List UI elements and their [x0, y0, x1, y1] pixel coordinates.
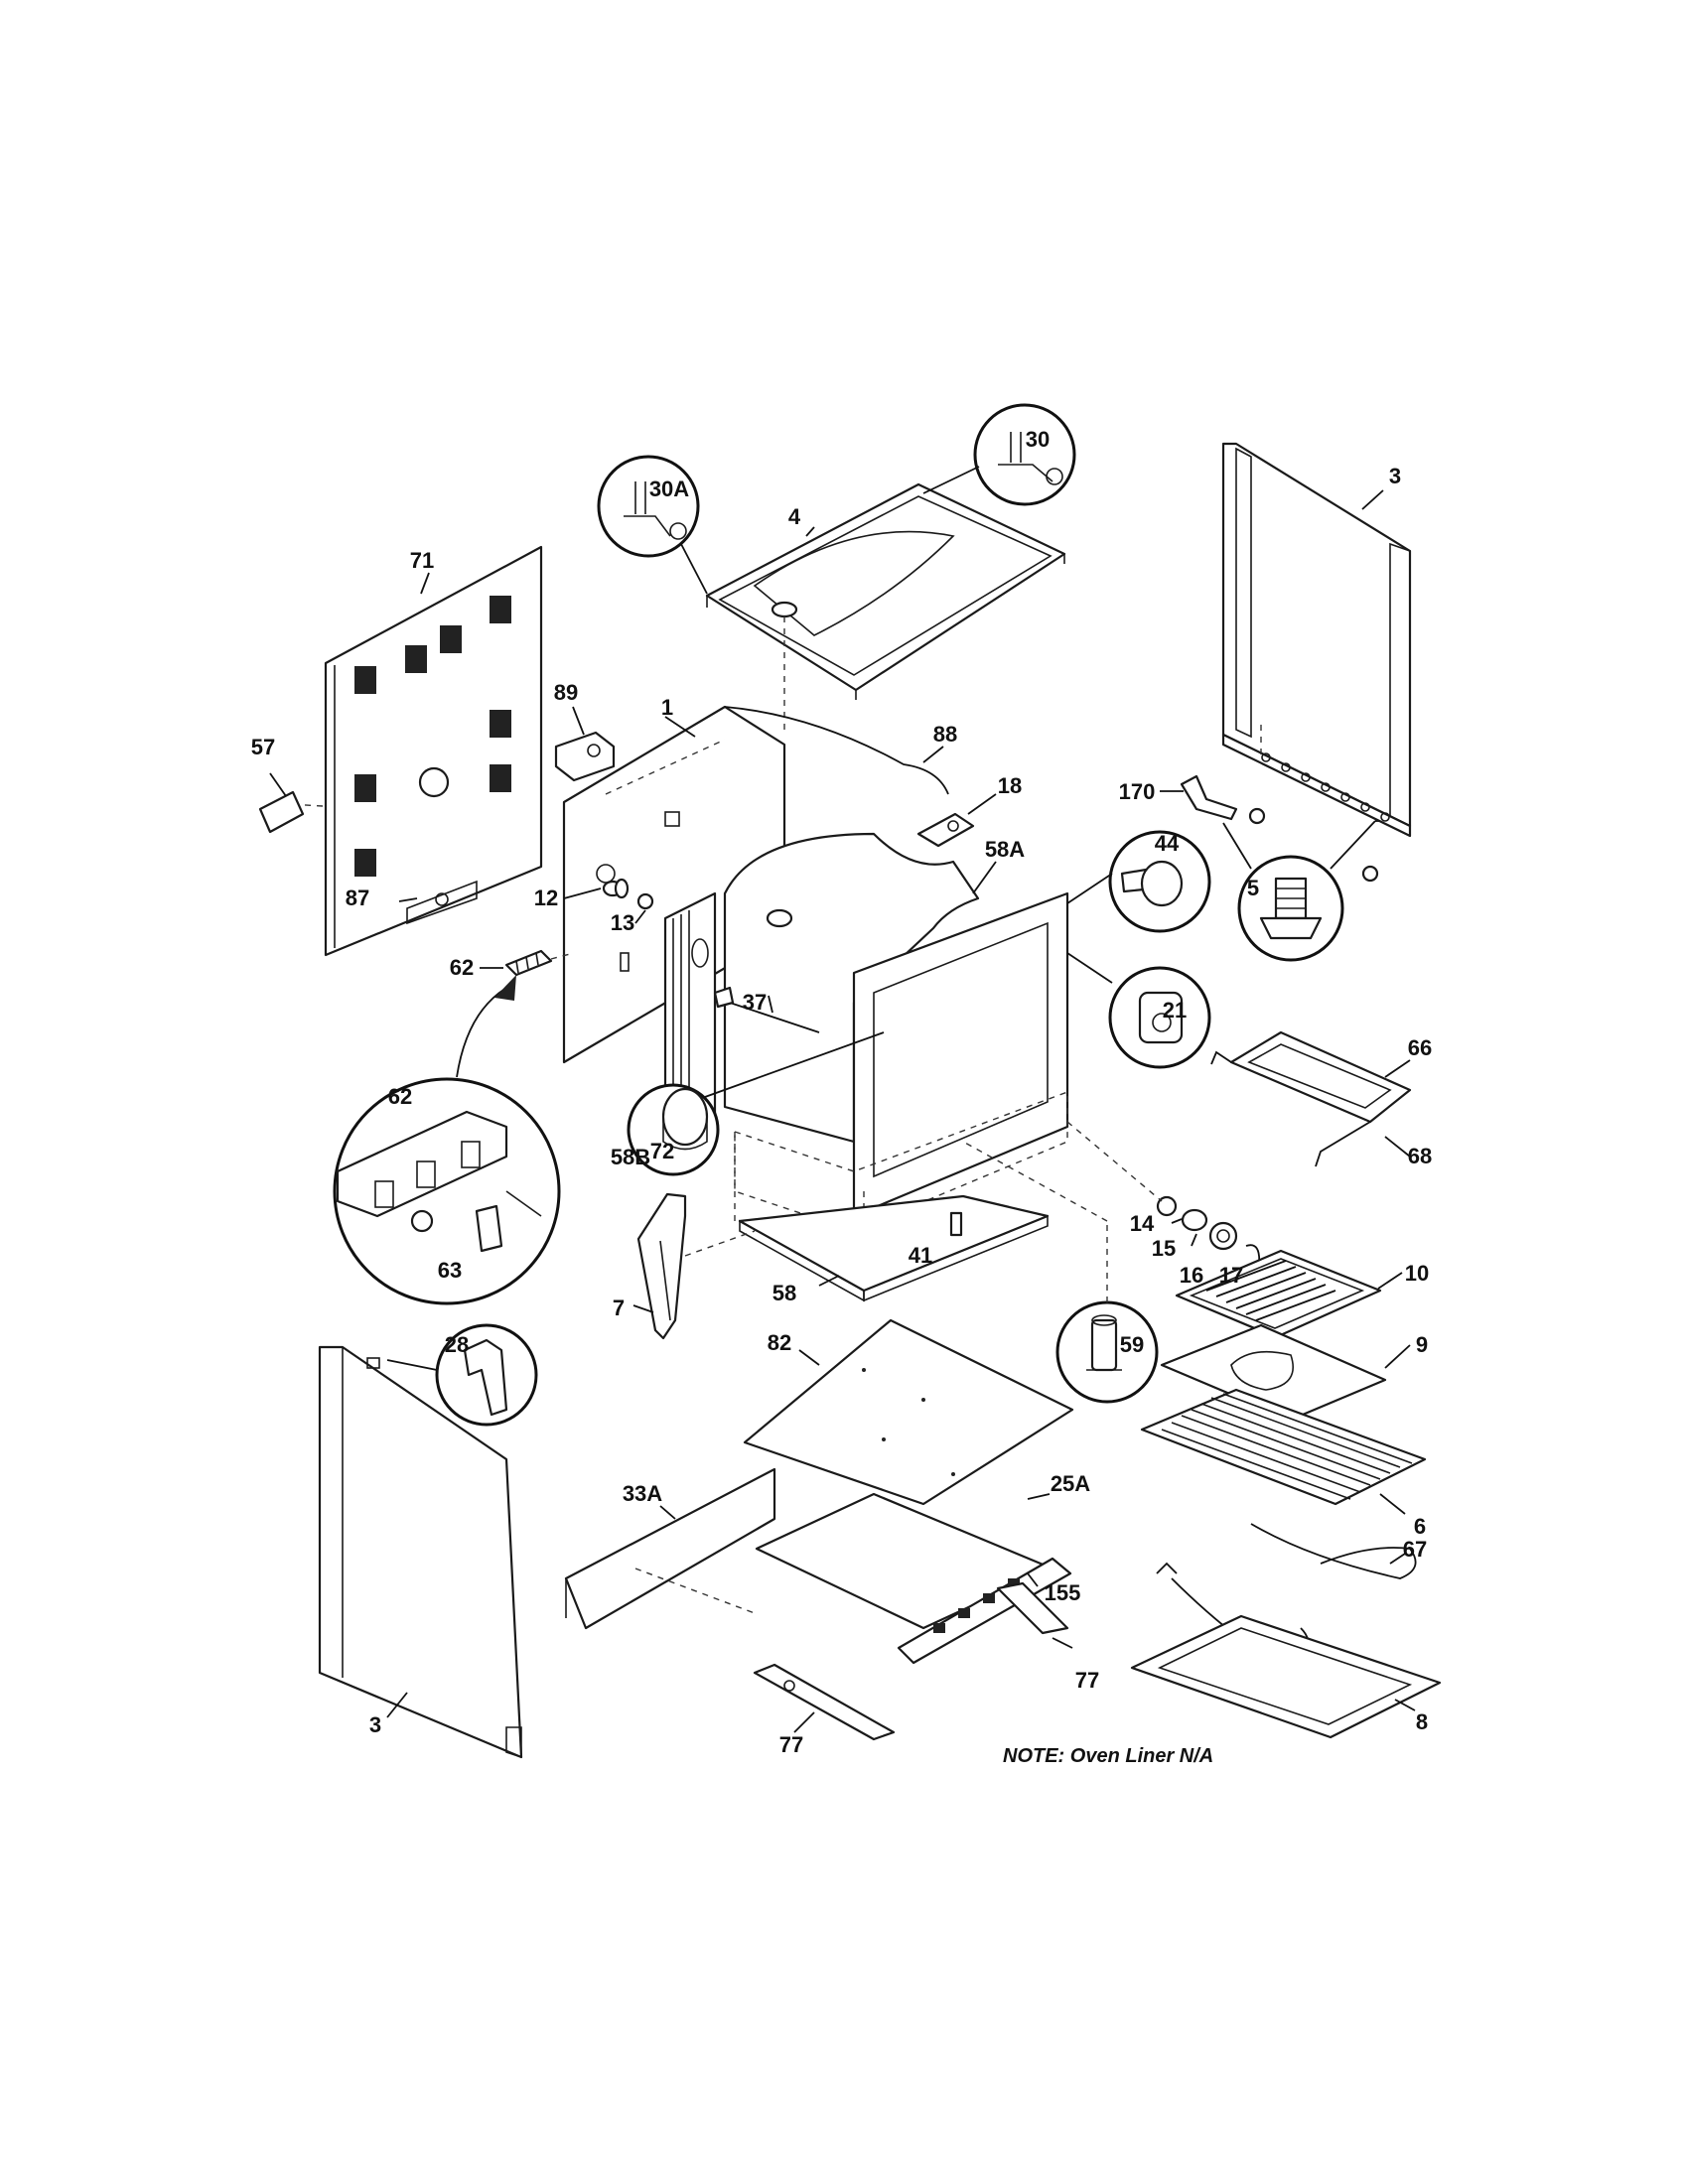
label-5: 5 — [1247, 876, 1259, 900]
oven-bottom-8 — [1130, 1614, 1442, 1739]
rear-panel-vents — [354, 596, 511, 877]
rear-panel-part — [324, 545, 543, 957]
callout-72 — [627, 1083, 720, 1176]
label-30a: 30A — [649, 477, 689, 501]
part-18-clip — [916, 812, 975, 848]
label-62-callout: 62 — [388, 1084, 412, 1109]
oven-rack-6 — [1140, 1388, 1427, 1506]
label-10: 10 — [1405, 1261, 1429, 1286]
oven-liner-note: NOTE: Oven Liner N/A — [1003, 1745, 1213, 1767]
side-panel-left-part — [318, 1345, 523, 1759]
side-panel-right-holes — [1261, 752, 1390, 822]
part-41-clip — [949, 1211, 963, 1237]
rail-77-lower — [753, 1663, 896, 1741]
part-7-hinge — [636, 1192, 687, 1340]
callout-30a — [597, 455, 700, 558]
label-59: 59 — [1120, 1332, 1144, 1357]
label-9: 9 — [1416, 1332, 1428, 1357]
part-62-terminal-block — [504, 949, 553, 977]
label-3-right: 3 — [1389, 464, 1401, 488]
label-15: 15 — [1152, 1236, 1176, 1261]
kick-panel-vents — [933, 1578, 1020, 1633]
label-1: 1 — [661, 695, 673, 720]
label-57: 57 — [251, 735, 275, 759]
label-18: 18 — [998, 773, 1022, 798]
label-58a: 58A — [985, 837, 1025, 862]
label-87: 87 — [346, 886, 369, 910]
label-71: 71 — [410, 548, 434, 573]
label-82: 82 — [768, 1330, 791, 1355]
label-63: 63 — [438, 1258, 462, 1283]
label-89: 89 — [554, 680, 578, 705]
label-28: 28 — [445, 1332, 469, 1357]
label-37: 37 — [743, 990, 767, 1015]
label-12: 12 — [534, 886, 558, 910]
back-panel-part-1 — [562, 705, 786, 1064]
rail-77-upper — [996, 1581, 1069, 1635]
broiler-grid-slots — [1205, 1260, 1336, 1321]
label-68: 68 — [1408, 1144, 1432, 1168]
leveler-screw-left — [1248, 807, 1266, 825]
bake-element-66 — [1210, 1030, 1412, 1167]
callout-28 — [435, 1323, 538, 1427]
part-37-sensor — [713, 986, 820, 1033]
part-16-lens — [1208, 1221, 1238, 1251]
label-17: 17 — [1219, 1263, 1243, 1288]
part-15-bulb — [1181, 1208, 1208, 1232]
label-44: 44 — [1155, 831, 1180, 856]
label-6: 6 — [1414, 1514, 1426, 1539]
callout-30 — [973, 403, 1076, 506]
label-25a: 25A — [1051, 1471, 1090, 1496]
label-77-lower: 77 — [779, 1732, 803, 1757]
callout-5 — [1237, 855, 1344, 962]
part-14-socket — [1156, 1195, 1178, 1217]
part-170-bracket — [1180, 774, 1238, 821]
label-8: 8 — [1416, 1709, 1428, 1734]
callout-44 — [1108, 830, 1211, 933]
part-89-bracket — [554, 731, 616, 782]
part-13-grommet — [636, 892, 654, 910]
label-16: 16 — [1180, 1263, 1203, 1288]
side-panel-right-part — [1221, 442, 1412, 838]
label-66: 66 — [1408, 1035, 1432, 1060]
label-62-block: 62 — [450, 955, 474, 980]
oven-bottom-insulation-58 — [738, 1194, 1050, 1302]
label-67: 67 — [1403, 1537, 1427, 1562]
label-72: 72 — [650, 1139, 674, 1163]
part-57-plate — [258, 790, 305, 834]
broiler-grid-10 — [1175, 1249, 1382, 1339]
label-30: 30 — [1026, 427, 1050, 452]
label-4: 4 — [788, 504, 801, 529]
label-21: 21 — [1163, 998, 1187, 1023]
label-170: 170 — [1119, 779, 1156, 804]
label-77-upper: 77 — [1075, 1668, 1099, 1693]
label-3-left: 3 — [369, 1712, 381, 1737]
callout-62-detail — [333, 1077, 561, 1305]
top-panel-part — [705, 482, 1066, 700]
label-58b: 58B — [611, 1145, 650, 1169]
label-58: 58 — [772, 1281, 796, 1305]
part-12-grommet — [602, 878, 630, 899]
leveler-screw-right — [1361, 865, 1379, 883]
label-41: 41 — [909, 1243, 932, 1268]
oven-cavity-frame — [734, 891, 1069, 1281]
label-7: 7 — [613, 1296, 625, 1320]
label-13: 13 — [611, 910, 634, 935]
callout-21 — [1108, 966, 1211, 1069]
bracket-33a — [564, 1467, 776, 1630]
part-labels: 1 3 3 4 5 6 7 8 9 10 12 13 14 15 16 17 1… — [251, 427, 1432, 1757]
label-14: 14 — [1130, 1211, 1155, 1236]
label-155: 155 — [1045, 1580, 1081, 1605]
panel-82 — [743, 1318, 1074, 1506]
label-33a: 33A — [623, 1481, 662, 1506]
label-88: 88 — [933, 722, 957, 747]
